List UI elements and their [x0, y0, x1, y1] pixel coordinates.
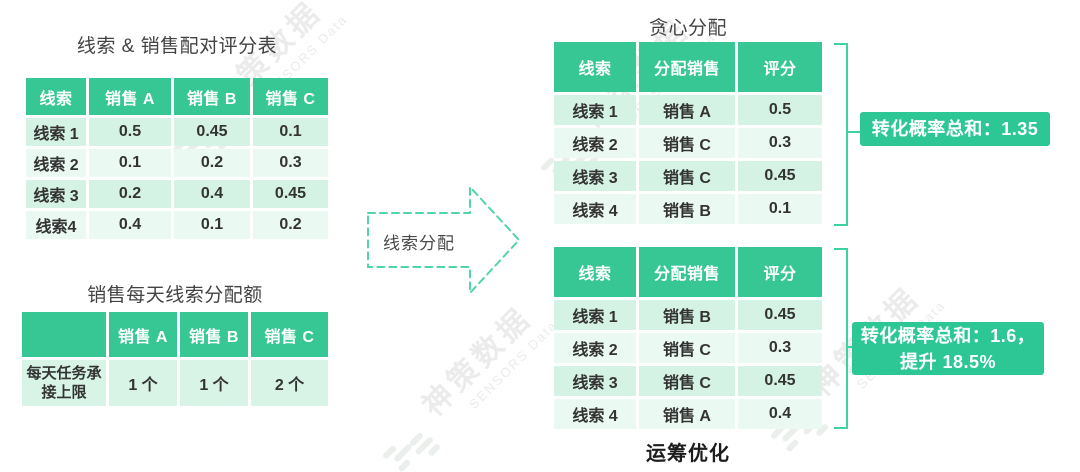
watermark-cn: 神策数据 — [416, 300, 539, 424]
optimized-table: 线索 分配销售 评分 线索 1 销售 B 0.45 线索 2 销售 C 0.3 … — [554, 247, 822, 429]
table-cell: 销售 A — [639, 399, 735, 429]
arrow-label: 线索分配 — [383, 234, 455, 253]
table-cell: 销售 C — [639, 366, 735, 396]
bracket-tick — [846, 131, 860, 133]
table-cell: 线索 4 — [554, 194, 636, 224]
header-cell: 线索 — [554, 42, 636, 92]
table-cell: 0.45 — [738, 300, 822, 330]
header-cell: 销售 B — [174, 78, 250, 115]
watermark-en: SENSORS Data — [465, 317, 561, 412]
lead-allocation-arrow-icon — [367, 184, 521, 296]
table-cell: 线索 2 — [554, 333, 636, 363]
table-cell: 0.3 — [253, 149, 328, 177]
greedy-table: 线索 分配销售 评分 线索 1 销售 A 0.5 线索 2 销售 C 0.3 线… — [554, 42, 822, 224]
optimized-caption: 运筹优化 — [646, 443, 730, 465]
score-table-title: 线索 & 销售配对评分表 — [76, 36, 278, 57]
header-cell: 销售 B — [180, 312, 248, 357]
score-table: 线索 销售 A 销售 B 销售 C 线索 1 0.5 0.45 0.1 线索 2… — [26, 78, 328, 239]
table-cell: 0.1 — [738, 194, 822, 224]
summary-line-1: 转化概率总和：1.6， — [860, 325, 1036, 346]
table-cell: 0.1 — [253, 118, 328, 146]
table-cell: 销售 A — [639, 95, 735, 125]
table-cell: 0.4 — [89, 211, 171, 239]
table-cell: 0.2 — [253, 211, 328, 239]
greedy-table-title: 贪心分配 — [648, 18, 727, 39]
greedy-summary-badge: 转化概率总和：1.35 — [860, 112, 1050, 146]
table-cell: 线索 1 — [554, 95, 636, 125]
header-cell: 销售 A — [109, 312, 177, 357]
header-cell: 销售 C — [253, 78, 328, 115]
table-cell: 0.1 — [89, 149, 171, 177]
table-cell: 0.3 — [738, 333, 822, 363]
table-cell: 0.2 — [89, 180, 171, 208]
header-cell: 线索 — [26, 78, 86, 115]
table-cell: 线索4 — [26, 211, 86, 239]
table-cell: 0.45 — [253, 180, 328, 208]
table-cell: 0.45 — [174, 118, 250, 146]
header-cell: 分配销售 — [639, 42, 735, 92]
table-cell: 线索 3 — [554, 161, 636, 191]
quota-table-title: 销售每天线索分配额 — [87, 285, 263, 306]
table-cell: 销售 C — [639, 128, 735, 158]
row-label-cell: 每天任务承接上限 — [22, 360, 106, 406]
table-cell: 线索 3 — [26, 180, 86, 208]
header-cell: 评分 — [738, 247, 822, 297]
table-cell: 0.3 — [738, 128, 822, 158]
table-cell: 0.45 — [738, 366, 822, 396]
quota-table: 销售 A 销售 B 销售 C 每天任务承接上限 1 个 1 个 2 个 — [22, 312, 328, 406]
table-cell: 销售 C — [639, 333, 735, 363]
table-cell: 1 个 — [180, 360, 248, 406]
table-cell: 0.4 — [738, 399, 822, 429]
optimized-summary-badge: 转化概率总和：1.6， 提升 18.5% — [852, 322, 1044, 375]
header-cell: 分配销售 — [639, 247, 735, 297]
table-cell: 线索 3 — [554, 366, 636, 396]
table-cell: 0.5 — [738, 95, 822, 125]
bracket — [834, 43, 848, 226]
table-cell: 1 个 — [109, 360, 177, 406]
bracket — [834, 248, 848, 429]
header-cell: 线索 — [554, 247, 636, 297]
table-cell: 销售 B — [639, 194, 735, 224]
table-cell: 0.1 — [174, 211, 250, 239]
table-cell: 2 个 — [251, 360, 328, 406]
table-cell: 0.5 — [89, 118, 171, 146]
bracket-tick — [846, 346, 854, 348]
table-cell: 线索 4 — [554, 399, 636, 429]
watermark: 神策数据 SENSORS Data — [365, 285, 562, 472]
table-cell: 0.4 — [174, 180, 250, 208]
header-cell — [22, 312, 106, 357]
table-cell: 销售 B — [639, 300, 735, 330]
sensors-logo-icon — [379, 417, 444, 472]
table-cell: 线索 1 — [554, 300, 636, 330]
table-cell: 线索 2 — [554, 128, 636, 158]
header-cell: 评分 — [738, 42, 822, 92]
table-cell: 线索 1 — [26, 118, 86, 146]
table-cell: 0.2 — [174, 149, 250, 177]
header-cell: 销售 C — [251, 312, 328, 357]
header-cell: 销售 A — [89, 78, 171, 115]
table-cell: 0.45 — [738, 161, 822, 191]
table-cell: 线索 2 — [26, 149, 86, 177]
summary-line-2: 提升 18.5% — [899, 351, 997, 372]
table-cell: 销售 C — [639, 161, 735, 191]
